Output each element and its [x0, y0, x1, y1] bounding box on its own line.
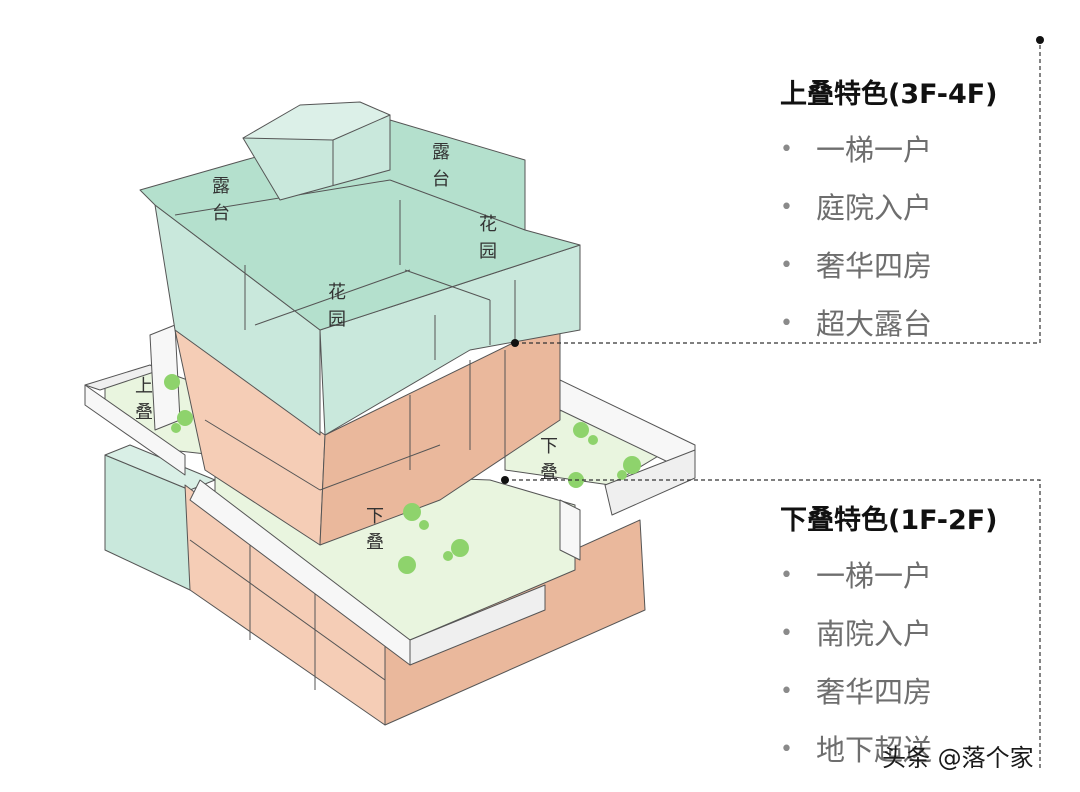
lower-features-title: 下叠特色(1F-2F) [780, 505, 998, 536]
label-garden-center-1: 花 [328, 282, 346, 303]
lower-features-panel: 下叠特色(1F-2F) 一梯一户 南院入户 奢华四房 地下超送 [780, 498, 1070, 779]
roof-box-top [242, 101, 391, 141]
label-lower-yard-main-2: 叠 [366, 532, 384, 553]
right-wall-end [604, 449, 696, 516]
lower-feature-item: 一梯一户 [780, 547, 1070, 605]
lower-feature-item: 地下超送 [780, 721, 1070, 779]
label-terrace-left-2: 台 [212, 203, 230, 224]
label-upper-yard-2: 叠 [135, 402, 153, 423]
front-wall-side [409, 584, 546, 666]
label-upper-yard-1: 上 [135, 376, 153, 397]
lower-callout-dot [501, 476, 509, 484]
upper-yard-wall [84, 384, 186, 476]
lower-feature-item: 南院入户 [780, 605, 1070, 663]
upper-feature-item: 一梯一户 [780, 121, 1070, 179]
upper-features-list: 一梯一户 庭院入户 奢华四房 超大露台 [780, 121, 1070, 353]
upper-feature-item: 奢华四房 [780, 237, 1070, 295]
label-garden-center-2: 园 [328, 309, 346, 330]
upper-features-panel: 上叠特色(3F-4F) 一梯一户 庭院入户 奢华四房 超大露台 [780, 72, 1070, 353]
label-terrace-right-2: 台 [432, 169, 450, 190]
upper-callout-dot [511, 339, 519, 347]
label-lower-yard-right-2: 叠 [540, 462, 558, 483]
label-garden-right-2: 园 [479, 241, 497, 262]
label-terrace-right-1: 露 [432, 142, 450, 163]
upper-callout-end-dot [1036, 36, 1044, 44]
mid-wall [559, 499, 581, 561]
label-garden-right-1: 花 [479, 214, 497, 235]
label-terrace-left-1: 露 [212, 176, 230, 197]
trees [164, 374, 641, 574]
watermark: 头条 @落个家 [882, 744, 1034, 772]
lower-features-list: 一梯一户 南院入户 奢华四房 地下超送 [780, 547, 1070, 779]
upper-features-title: 上叠特色(3F-4F) [780, 79, 998, 110]
upper-feature-item: 庭院入户 [780, 179, 1070, 237]
lower-feature-item: 奢华四房 [780, 663, 1070, 721]
upper-feature-item: 超大露台 [780, 295, 1070, 353]
label-lower-yard-main-1: 下 [366, 506, 384, 527]
label-lower-yard-right-1: 下 [540, 436, 558, 457]
